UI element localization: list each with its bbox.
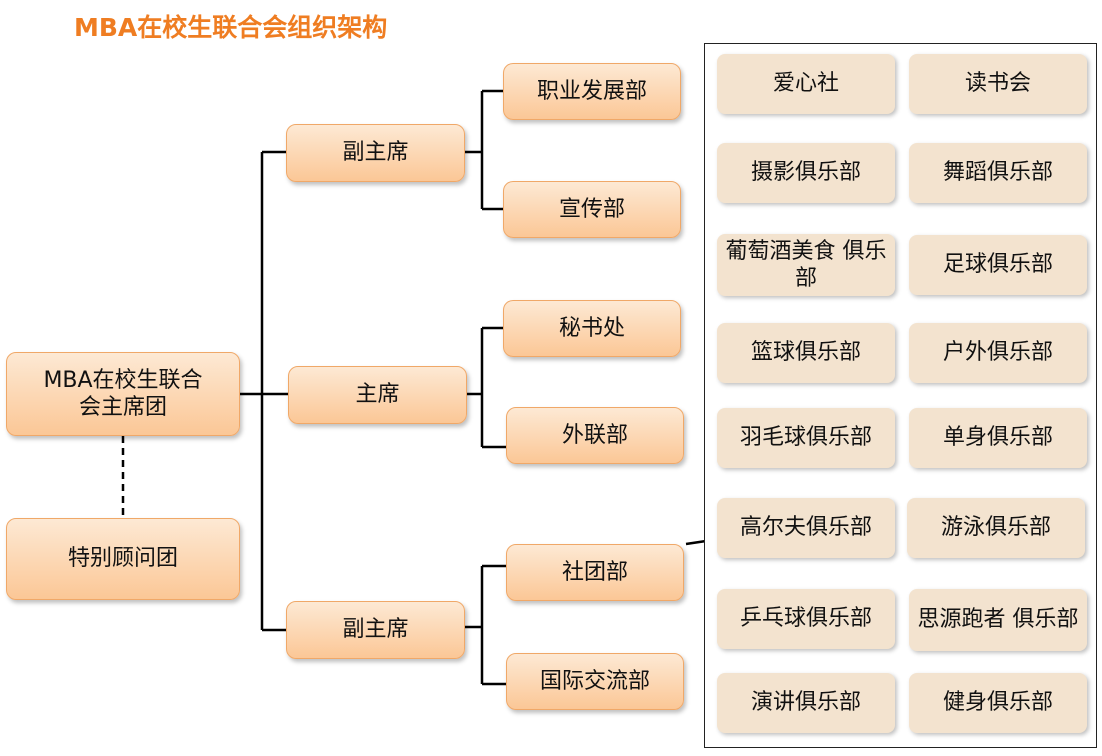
club-item: 羽毛球俱乐部 xyxy=(717,408,895,468)
external-node: 外联部 xyxy=(506,407,684,464)
club-item: 演讲俱乐部 xyxy=(717,673,895,733)
line-clubs-dept-panel xyxy=(685,539,707,546)
club-item: 高尔夫俱乐部 xyxy=(717,498,895,558)
secretariat-node: 秘书处 xyxy=(503,300,681,357)
publicity-node: 宣传部 xyxy=(503,181,681,238)
club-runner-line1: 思源跑者 xyxy=(917,607,1006,633)
career-node: 职业发展部 xyxy=(503,63,681,120)
diagram-title: MBA在校生联合会组织架构 xyxy=(74,13,388,42)
club-item: 爱心社 xyxy=(717,54,895,114)
presidium-label-line2: 会主席团 xyxy=(78,395,167,420)
vp-bottom-node: 副主席 xyxy=(286,601,465,659)
club-runner-line2: 俱乐部 xyxy=(1012,607,1079,633)
club-item: 户外俱乐部 xyxy=(909,323,1087,383)
presidium-node: MBA在校生联合 会主席团 xyxy=(6,352,240,436)
club-item-runner: 思源跑者 俱乐部 xyxy=(909,589,1087,651)
club-item-wine: 葡萄酒美食 俱乐部 xyxy=(717,234,895,296)
club-item: 单身俱乐部 xyxy=(909,408,1087,468)
advisors-node: 特别顾问团 xyxy=(6,518,240,600)
clubs-dept-node: 社团部 xyxy=(506,544,684,601)
club-wine-line1: 葡萄酒美食 xyxy=(725,238,836,264)
presidium-label-line1: MBA在校生联合 xyxy=(43,367,203,393)
club-wine-line2: 俱乐部 xyxy=(794,238,887,292)
club-item: 足球俱乐部 xyxy=(909,235,1087,295)
club-item: 乒乓球俱乐部 xyxy=(717,589,895,649)
international-node: 国际交流部 xyxy=(506,653,684,710)
chairman-node: 主席 xyxy=(288,366,467,424)
club-item: 摄影俱乐部 xyxy=(717,143,895,203)
vp-top-node: 副主席 xyxy=(286,124,465,182)
club-item: 健身俱乐部 xyxy=(909,673,1087,733)
club-item: 篮球俱乐部 xyxy=(717,323,895,383)
club-item: 舞蹈俱乐部 xyxy=(909,143,1087,203)
club-item: 游泳俱乐部 xyxy=(907,498,1085,558)
club-item: 读书会 xyxy=(909,54,1087,114)
